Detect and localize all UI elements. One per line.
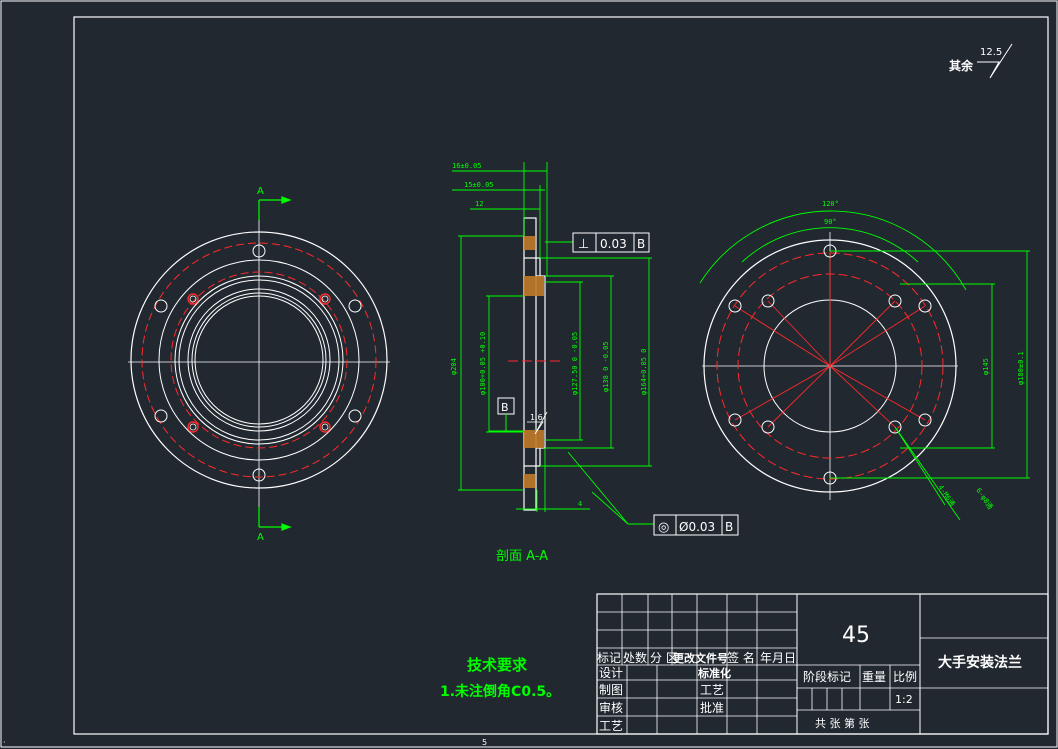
gdt-concentricity: ◎ Ø0.03 B: [653, 514, 739, 536]
dim-d1: 16±0.05: [452, 162, 482, 170]
through-holes: [154, 244, 362, 482]
section-view: 16±0.05 15±0.05 12 φ204 φ100+0.05 +0.10 …: [450, 162, 739, 564]
dim-d11: 120°: [822, 200, 839, 208]
dim-d2: 15±0.05: [464, 181, 494, 189]
tb-approve: 批准: [700, 700, 724, 715]
roughness-label: 其余: [949, 58, 974, 73]
conc-tol: Ø0.03: [679, 520, 715, 534]
dim-d15: 4-M6通: [936, 483, 957, 508]
material: 45: [842, 623, 870, 648]
tb-craft2: 工艺: [599, 719, 623, 733]
dim-d5: φ100+0.05 +0.10: [479, 332, 487, 395]
hdr-zone: 分 区: [650, 651, 678, 665]
part-name: 大手安装法兰: [938, 654, 1022, 671]
gdt-perpendicularity: ⊥ 0.03 B: [545, 232, 650, 253]
inner-frame: [73, 16, 1049, 735]
radial-lines: [734, 251, 926, 428]
right-front-view: 120° 90° φ145 φ180±0.1 4-M6通 6-φ8通: [699, 200, 1030, 521]
tb-draw: 制图: [599, 683, 623, 697]
hdr-date: 年月日: [760, 651, 796, 665]
tb-check: 审核: [599, 700, 623, 715]
section-arrow-bottom: [258, 507, 292, 531]
bore-circle-3: [194, 295, 324, 425]
conc-datum: B: [725, 520, 733, 534]
recess-circle-1: [174, 275, 344, 445]
dim-d3: 12: [475, 200, 483, 208]
page-number: 5: [482, 738, 487, 747]
dim-d16: 6-φ8通: [974, 486, 995, 511]
dim-d13: φ145: [982, 358, 990, 375]
hdr-change: 更改文件号: [673, 651, 728, 665]
corner-mark: ·: [3, 738, 6, 747]
tb-sheets: 共 张 第 张: [815, 716, 870, 730]
datum-letter: B: [501, 401, 509, 414]
dim-d6: φ127.50 0 -0.05: [571, 332, 579, 395]
tb-scale: 1:2: [895, 693, 913, 706]
tb-weight: 重量: [862, 670, 886, 684]
recess-circle-2: [178, 279, 340, 441]
datum-b: B: [489, 397, 524, 432]
hdr-sign: 签 名: [727, 650, 755, 665]
right-pcd-1: [716, 252, 944, 480]
roughness-value: 12.5: [980, 47, 1002, 58]
dim-d14: φ180±0.1: [1017, 351, 1025, 385]
notes-line1: 1.未注倒角C0.5。: [440, 683, 560, 700]
tb-standard: 标准化: [697, 666, 731, 680]
perp-tol: 0.03: [600, 237, 627, 251]
diameter-dims: [458, 235, 652, 491]
section-marker-bottom: A: [257, 532, 264, 543]
title-block: 45 大手安装法兰 标记 处数 分 区 更改文件号 签 名 年月日 设计 标准化…: [596, 593, 1049, 735]
hdr-mark: 标记: [597, 651, 621, 665]
dim-d4: φ204: [450, 358, 458, 375]
section-arrow-top: [258, 196, 292, 220]
roughness-symbol: 其余 12.5: [949, 43, 1013, 79]
bolt-circle-inner: [170, 271, 348, 449]
section-title: 剖面 A-A: [496, 549, 548, 564]
bolt-circle-outer: [141, 242, 377, 478]
dim-d10: 4: [578, 500, 582, 508]
dim-d8: φ164+0.05 0: [640, 349, 648, 395]
perp-datum: B: [637, 237, 645, 251]
hdr-count: 处数: [623, 650, 647, 665]
threaded-holes: [187, 293, 331, 433]
bore-circle-2: [191, 292, 327, 428]
tb-stage: 阶段标记: [803, 669, 851, 684]
section-marker-top: A: [257, 186, 264, 197]
right-outer-circle: [703, 239, 957, 493]
dim-d9: 1.6: [530, 413, 543, 422]
hub-circle: [158, 259, 360, 461]
conc-symbol: ◎: [658, 520, 669, 535]
right-holes: [728, 244, 932, 485]
thickness-dims: [452, 162, 548, 276]
tb-craft1: 工艺: [700, 683, 724, 697]
tb-design: 设计: [599, 666, 623, 680]
notes-title: 技术要求: [467, 656, 528, 674]
bore-circle-1: [187, 288, 331, 432]
left-front-view: A A: [128, 186, 390, 543]
dim-d7: φ138 0 -0.05: [602, 341, 610, 392]
outer-circle: [130, 231, 388, 489]
dim-d12: 90°: [824, 218, 837, 226]
perp-symbol: ⊥: [578, 237, 589, 252]
tb-scale-label: 比例: [893, 670, 917, 684]
